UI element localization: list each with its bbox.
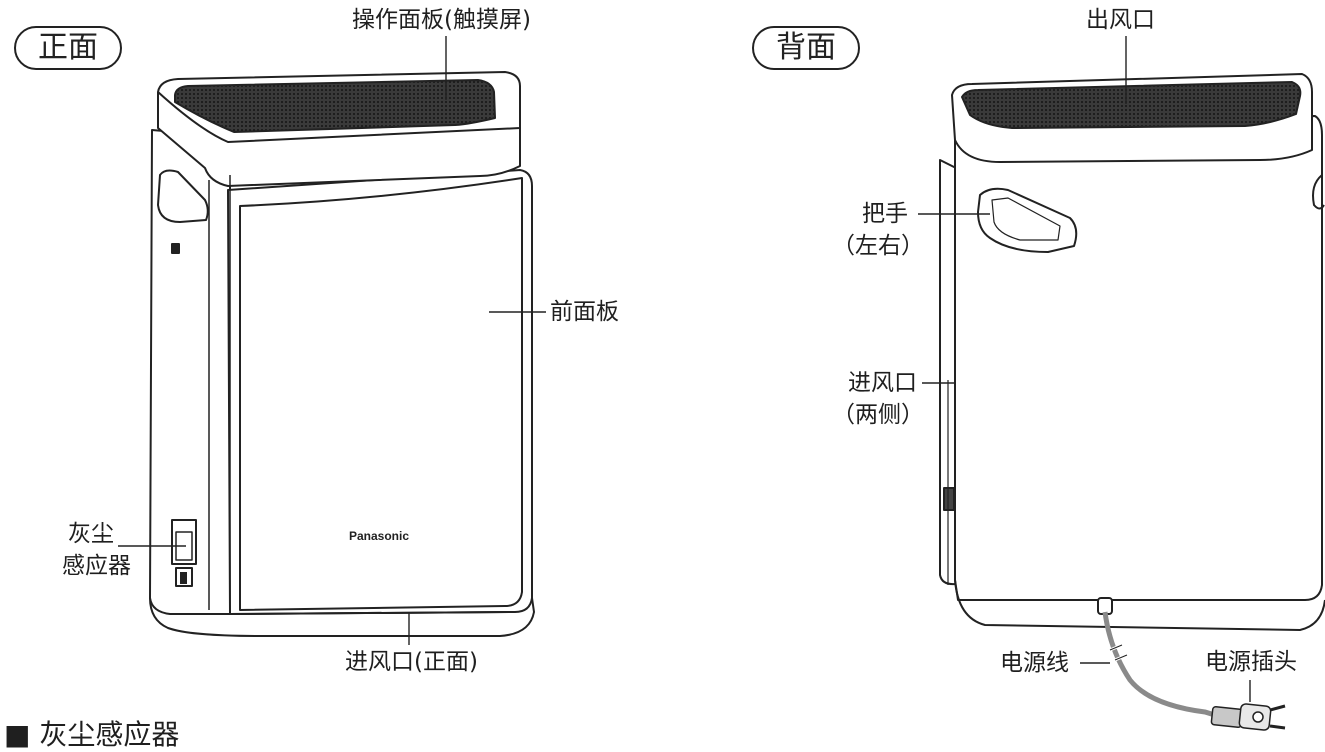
power-plug-body xyxy=(1210,703,1286,731)
label-dust-sensor-1: 灰尘 xyxy=(68,521,114,547)
footer-heading: ■ 灰尘感应器 xyxy=(4,718,180,751)
diagram-stage: Panasonic xyxy=(4,7,1325,751)
power-cord-line xyxy=(1102,611,1219,719)
front-base-seam xyxy=(229,611,516,615)
diagram-artwork: Panasonic xyxy=(118,36,1325,731)
front-handle-cutout xyxy=(157,169,209,223)
back-view-tag: 背面 xyxy=(752,26,860,70)
label-dust-sensor-2: 感应器 xyxy=(62,553,131,579)
back-side-connector xyxy=(943,487,955,511)
label-handle-1: 把手 xyxy=(862,201,908,227)
label-air-outlet: 出风口 xyxy=(1086,7,1155,33)
front-unit xyxy=(149,71,535,637)
back-base xyxy=(954,579,1325,631)
back-top-grid xyxy=(961,81,1302,129)
label-power-cord: 电源线 xyxy=(1000,650,1069,676)
label-air-inlet-sides-2: （两侧） xyxy=(832,402,924,428)
label-front-panel: 前面板 xyxy=(550,299,619,325)
label-air-inlet-front: 进风口(正面) xyxy=(345,649,478,675)
front-leader-lines xyxy=(118,36,546,645)
cord-grommet xyxy=(1097,597,1113,615)
front-top-rim xyxy=(157,86,521,143)
front-base xyxy=(149,597,535,637)
label-control-panel: 操作面板(触摸屏) xyxy=(352,7,531,33)
label-air-inlet-sides-1: 进风口 xyxy=(848,370,917,396)
label-power-plug: 电源插头 xyxy=(1205,649,1297,675)
label-handle-2: （左右） xyxy=(832,233,924,259)
front-panel xyxy=(239,177,523,611)
front-view-tag: 正面 xyxy=(14,26,122,70)
back-unit xyxy=(939,73,1325,631)
front-top-grid xyxy=(174,79,496,133)
back-body xyxy=(954,115,1323,601)
back-leader-lines xyxy=(918,36,1251,702)
back-handle-cutout xyxy=(977,187,1078,253)
front-side-indicator xyxy=(171,243,180,254)
brand-logo: Panasonic xyxy=(349,529,409,543)
